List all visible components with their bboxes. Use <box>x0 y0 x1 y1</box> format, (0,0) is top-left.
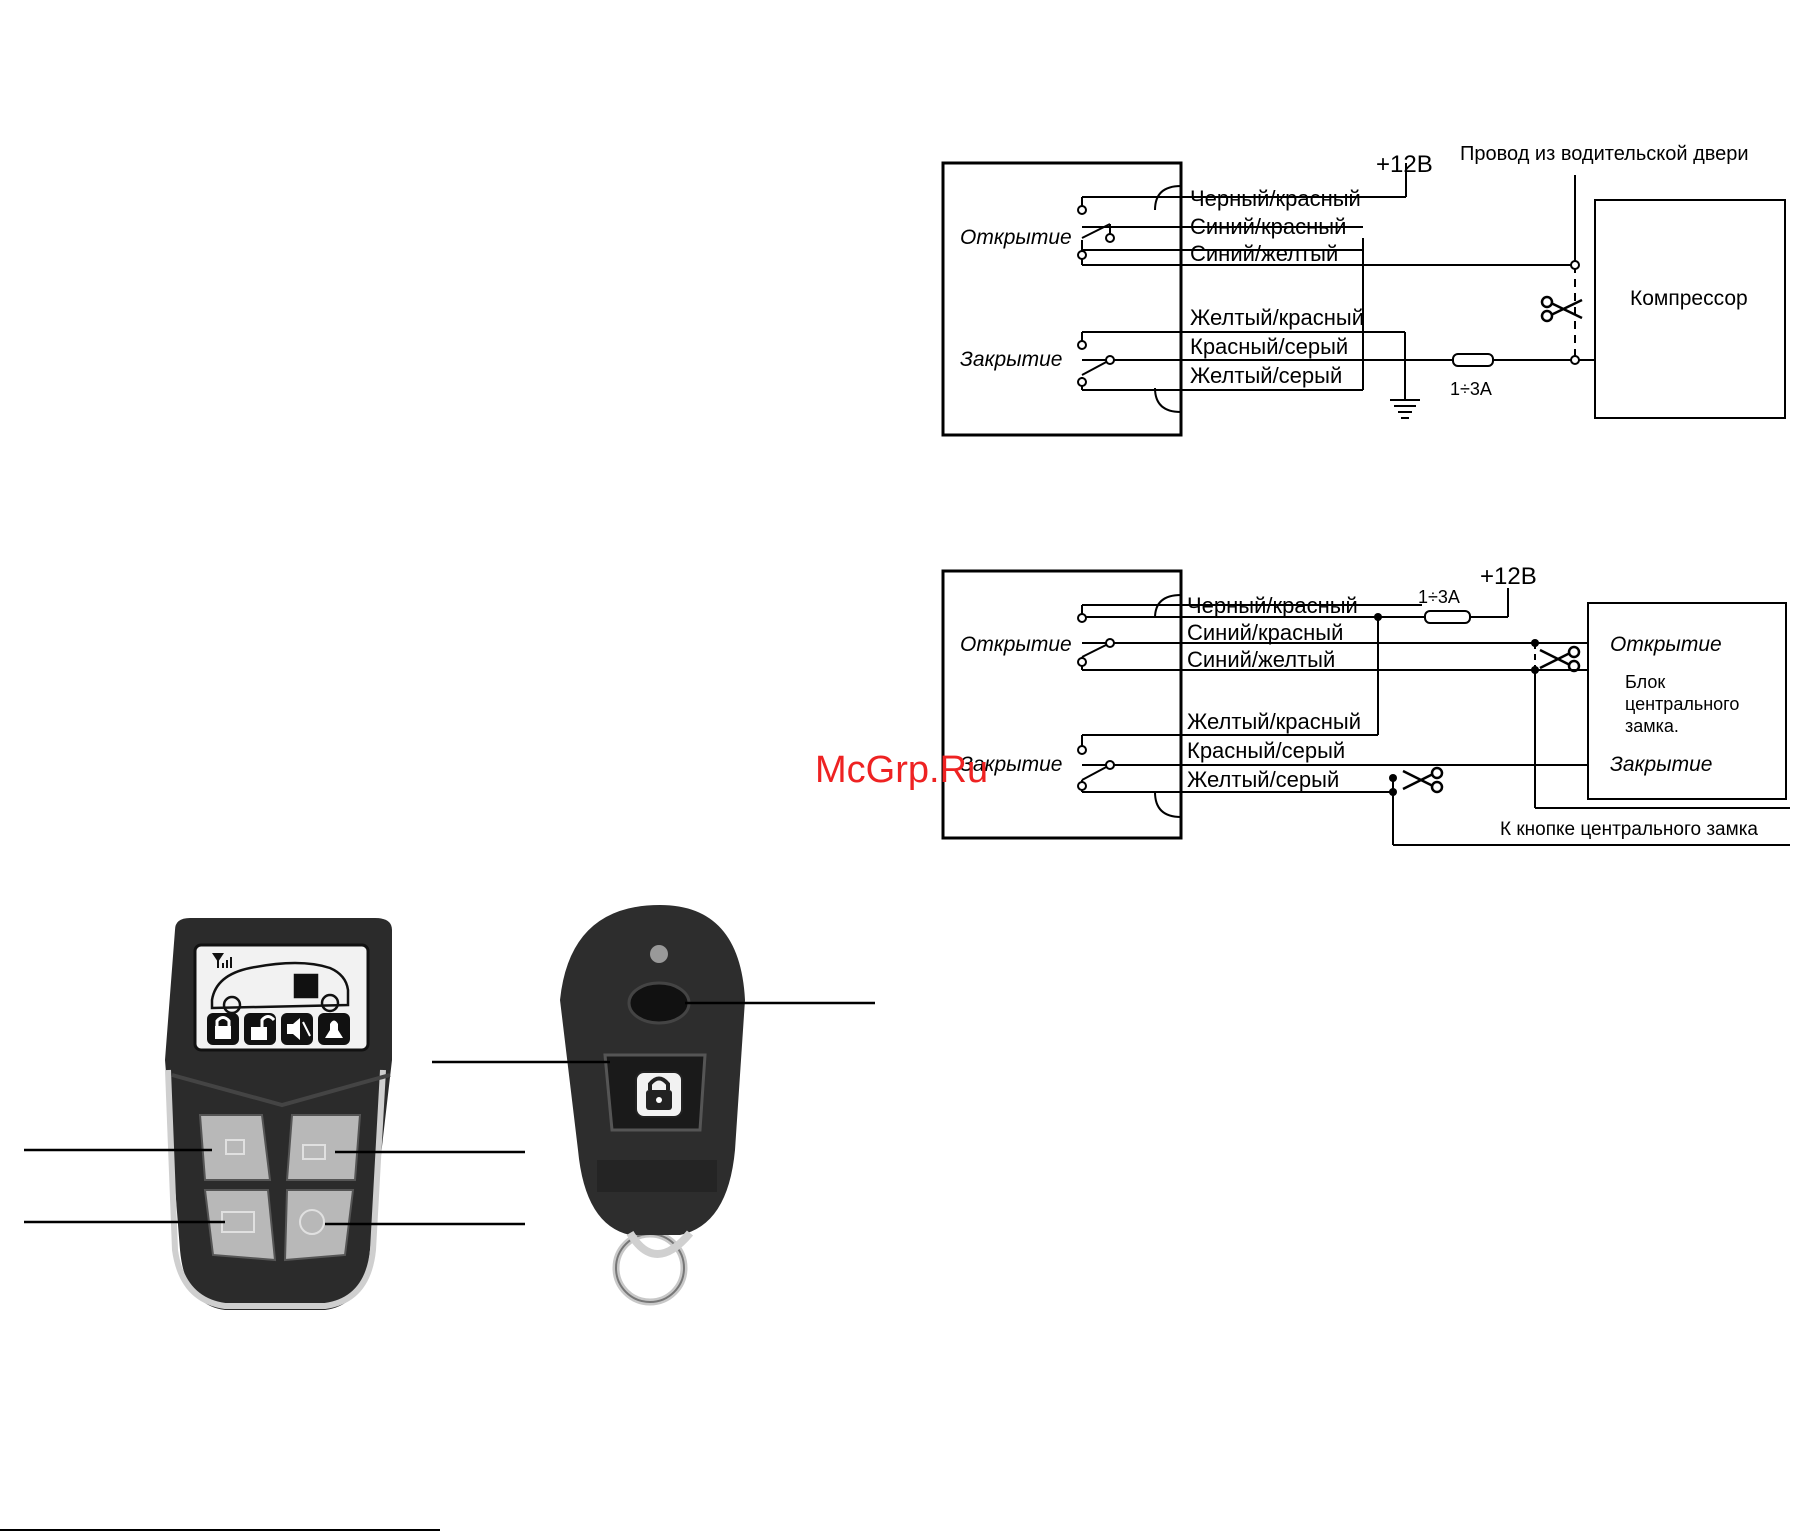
diagram1-plus12: +12В <box>1376 151 1433 178</box>
alarm-unit-box-2 <box>941 569 1183 840</box>
alarm-unit-box-1 <box>941 161 1183 437</box>
diagram1-compressor-label: Компрессор <box>1630 287 1748 310</box>
junction-dots-2 <box>1374 613 1539 796</box>
car-icon <box>210 961 350 1015</box>
scissors-icon <box>1402 766 1444 794</box>
signal-icon <box>212 953 232 968</box>
diagram2-fuse: 1÷3А <box>1418 587 1460 607</box>
diagram1-wire-2: Синий/красный <box>1190 214 1346 239</box>
diagram2-wire-5: Красный/серый <box>1187 738 1345 763</box>
remote-button-lock[interactable] <box>198 1114 272 1181</box>
central-lock-box <box>1587 602 1787 800</box>
diagram1-wire-1: Черный/красный <box>1190 186 1361 211</box>
diagram1-wire-5: Красный/серый <box>1190 334 1348 359</box>
diagram1-open-label: Открытие <box>960 226 1072 249</box>
scissors-icon <box>1539 645 1581 673</box>
diagram2-wire-3: Синий/желтый <box>1187 647 1335 672</box>
central-lock-close-label: Закрытие <box>1610 753 1712 776</box>
wiring-diagram-central-lock <box>941 569 1790 846</box>
keyfob-remote-control <box>560 905 745 1306</box>
mute-icon <box>281 1013 313 1045</box>
remote-button-mute[interactable] <box>203 1189 277 1262</box>
scissors-icon <box>1540 295 1583 323</box>
terminal-dots-2 <box>1077 613 1115 791</box>
central-lock-block-line3: замка. <box>1625 716 1679 736</box>
diagram1-driver-door-wire: Провод из водительской двери <box>1460 143 1749 165</box>
diagram2-plus12: +12В <box>1480 563 1537 590</box>
unlock-icon <box>244 1013 276 1045</box>
bell-icon <box>318 1013 350 1045</box>
watermark: McGrp.Ru <box>815 749 988 791</box>
remote-button-unlock[interactable] <box>285 1114 362 1181</box>
diagram2-button-wire: К кнопке центрального замка <box>1500 819 1758 840</box>
remote-button-bell[interactable] <box>283 1189 355 1262</box>
terminal-dots-1 <box>1077 205 1580 387</box>
diagram1-close-label: Закрытие <box>960 348 1062 371</box>
callout-lines-remote2 <box>432 1001 875 1064</box>
diagram1-wire-6: Желтый/серый <box>1190 363 1342 388</box>
diagram1-fuse: 1÷3А <box>1450 379 1492 399</box>
diagram2-wire-6: Желтый/серый <box>1187 767 1339 792</box>
diagram2-wire-4: Желтый/красный <box>1187 709 1361 734</box>
callout-lines-remote1 <box>24 1148 525 1226</box>
lock-icon <box>207 1013 239 1045</box>
lcd-remote-control <box>165 918 392 1310</box>
wiring-diagram-compressor <box>941 161 1786 437</box>
keyfob-small-button[interactable] <box>627 981 691 1025</box>
diagram1-wire-3: Синий/желтый <box>1190 241 1338 266</box>
compressor-box <box>1594 199 1786 419</box>
diagram1-wire-4: Желтый/красный <box>1190 305 1364 330</box>
central-lock-open-label: Открытие <box>1610 633 1722 656</box>
diagram2-wire-1: Черный/красный <box>1187 593 1358 618</box>
keyfob-lock-button[interactable] <box>635 1071 683 1118</box>
diagram2-open-label: Открытие <box>960 633 1072 656</box>
diagram2-close-label: Закрытие <box>960 753 1062 776</box>
central-lock-block-line2: центрального <box>1625 694 1739 714</box>
diagram2-wire-2: Синий/красный <box>1187 620 1343 645</box>
central-lock-block-line1: Блок <box>1625 672 1665 692</box>
